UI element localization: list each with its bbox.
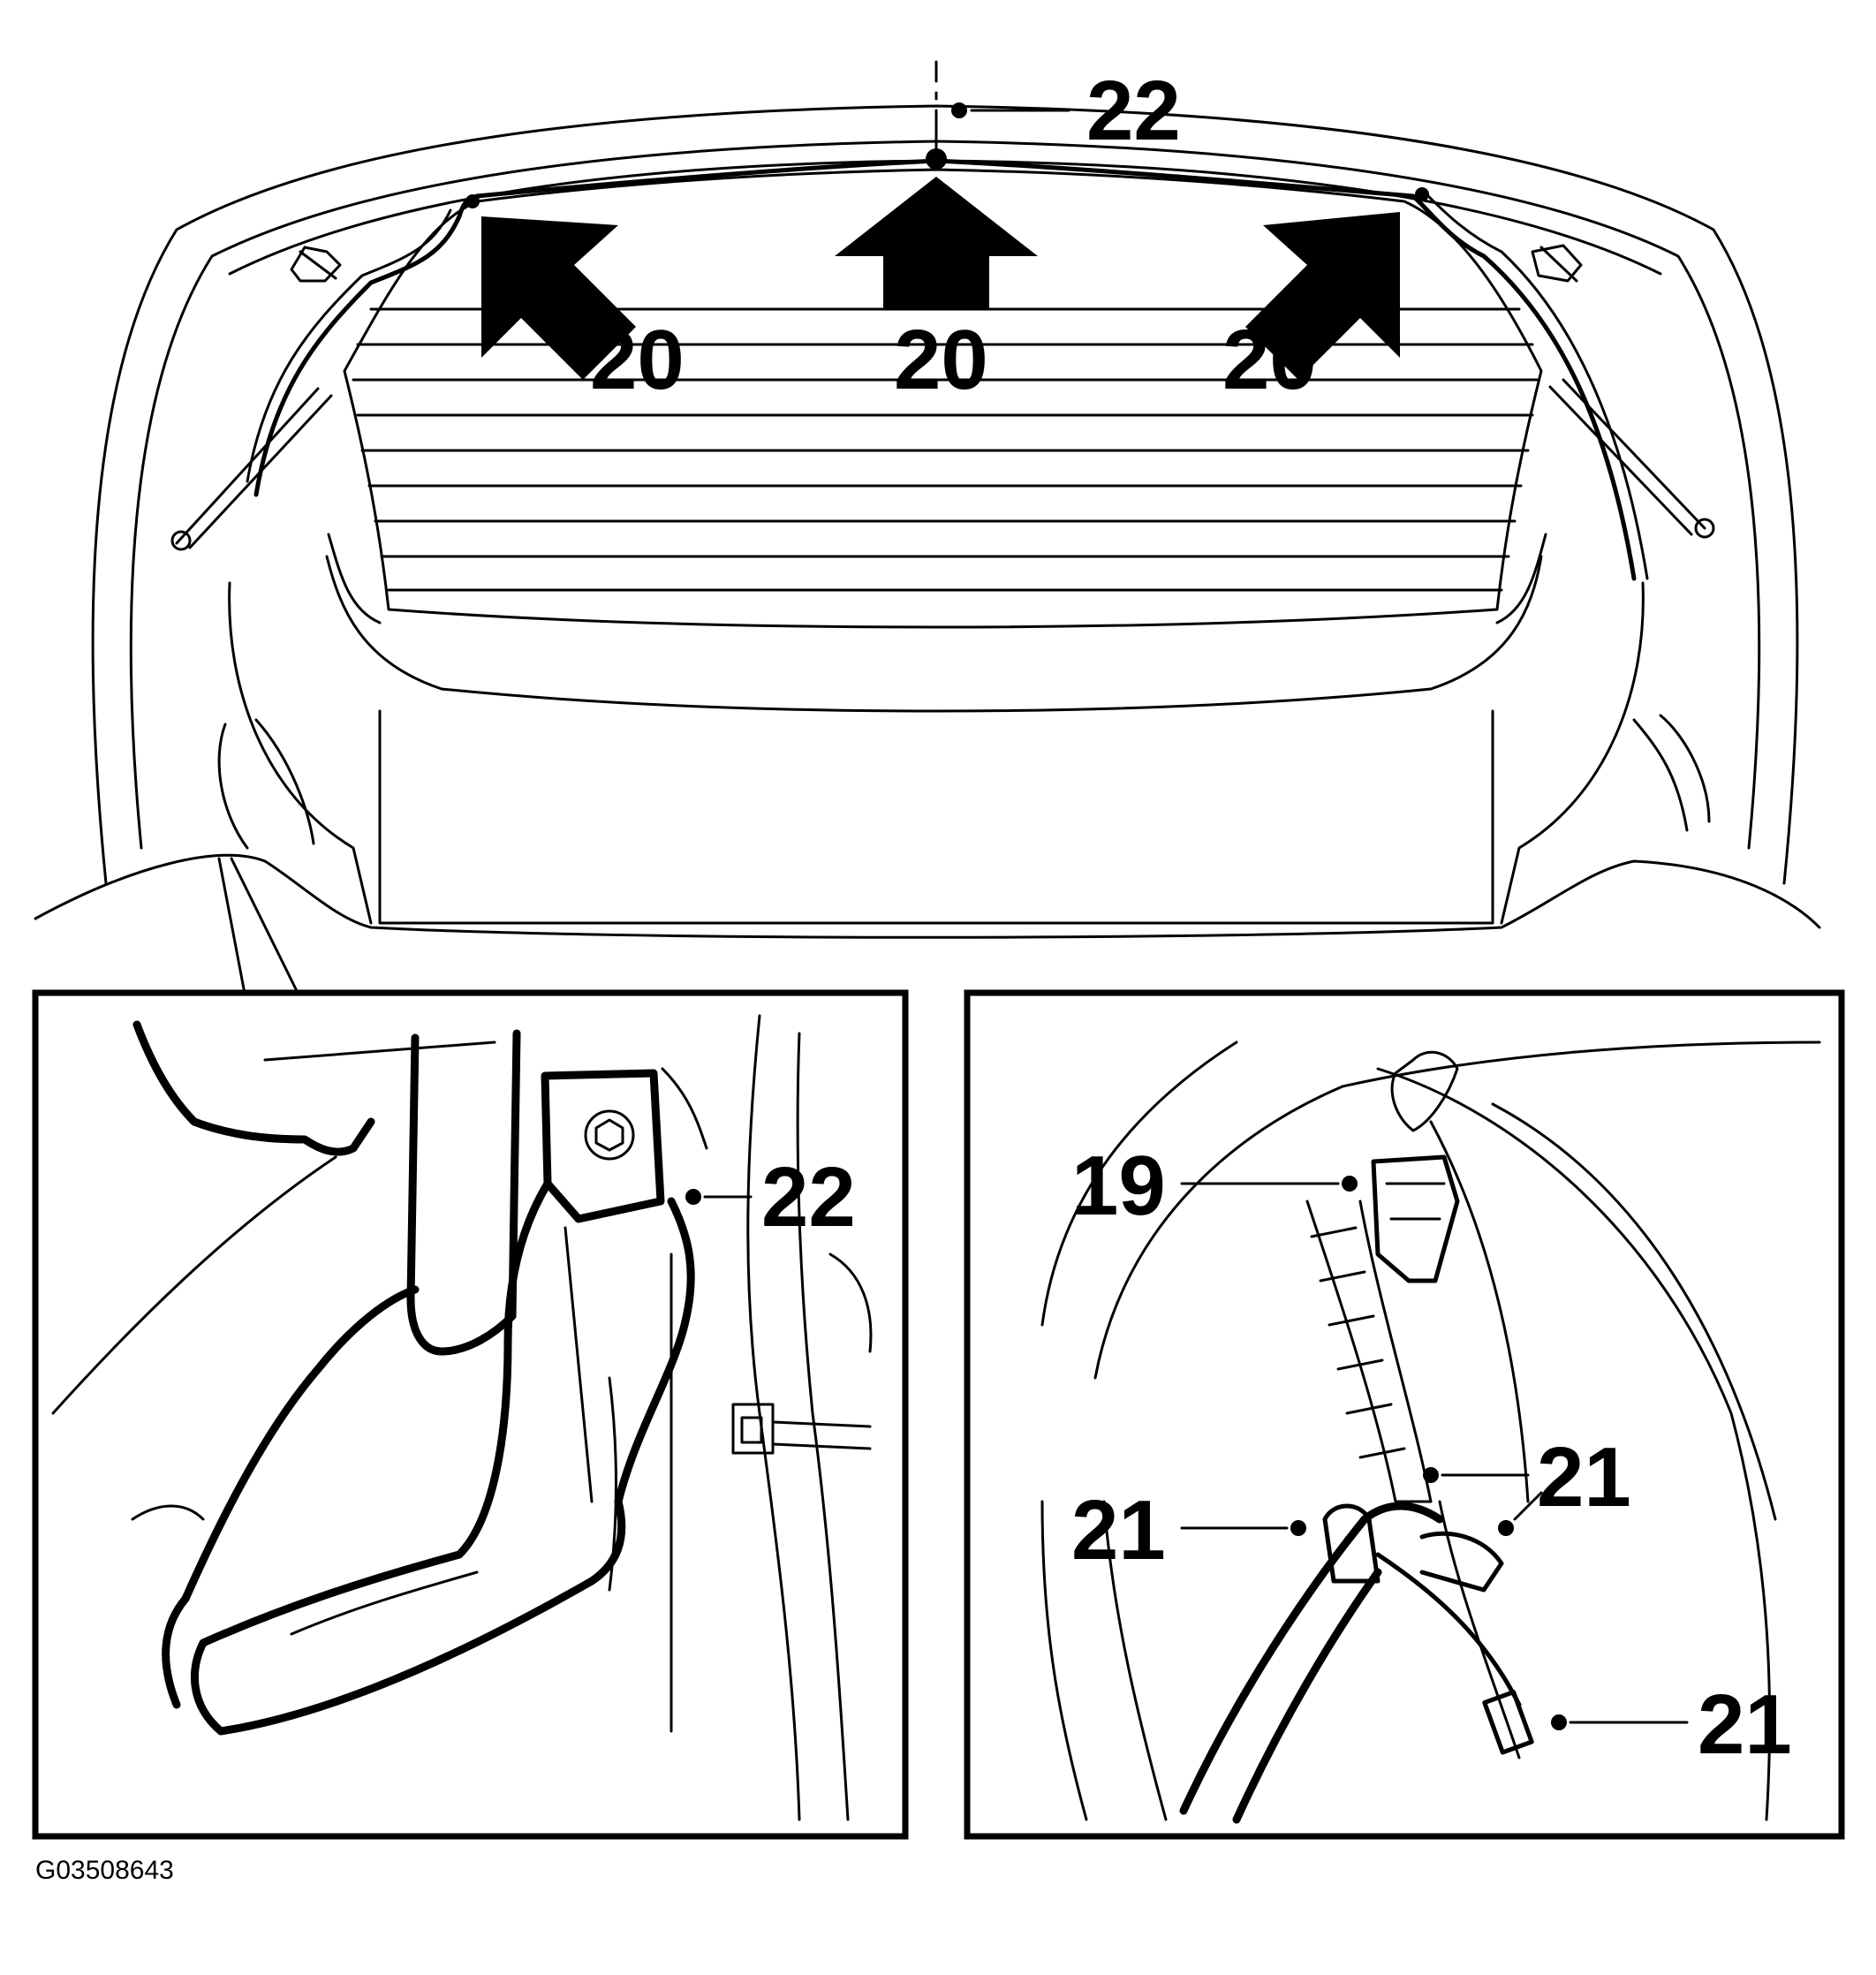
roof-outer-line: [91, 104, 1799, 885]
clip-19-loop: [1390, 1050, 1459, 1132]
seat-frame-outline: [191, 1179, 695, 1736]
inset-right: 19 21 21 21: [964, 989, 1845, 1840]
harness-clip-right: [1415, 187, 1429, 201]
harness-clip-left: [465, 194, 480, 208]
callout-arrow-left-20: 20: [590, 313, 685, 407]
seat-back-left-side: [228, 581, 373, 925]
bottom-contour: [34, 853, 1821, 939]
inset-left-frame: [32, 989, 909, 1840]
parcel-shelf-right-lip: [1495, 533, 1547, 624]
connector-socket: [740, 1416, 763, 1444]
callout-arrow-center-20: 20: [894, 313, 988, 407]
right-hinge: [1531, 244, 1583, 283]
callout-arrow-right-20: 20: [1222, 313, 1317, 407]
strap-band: [1305, 1199, 1433, 1503]
leader-dot-top-22: [951, 102, 967, 118]
callout-inset-right-21-d: 21: [1698, 1677, 1792, 1772]
callout-inset-right-21-a: 21: [1537, 1430, 1631, 1525]
inset-right-frame: [964, 989, 1845, 1840]
harness-inset-2: [1232, 1568, 1382, 1824]
callout-inset-right-21-b: 21: [1071, 1483, 1166, 1578]
clip-19: [1371, 1154, 1460, 1283]
left-strut: [175, 387, 333, 549]
arrow-left: [481, 216, 636, 380]
left-hinge: [290, 246, 342, 283]
seat-belt-right: [1632, 714, 1711, 832]
arrow-center: [835, 177, 1038, 309]
bolt-head: [584, 1109, 635, 1161]
arrow-right-shape: [1245, 212, 1400, 380]
leader-line-21-c: [1513, 1491, 1543, 1521]
bolt-hex: [594, 1118, 624, 1152]
main-view: 22 20 20 20: [34, 60, 1821, 1000]
callout-top-22: 22: [1086, 64, 1181, 158]
figure-id: G03508643: [35, 1856, 174, 1885]
arrow-right: [1245, 212, 1400, 380]
leader-dot-21-d: [1551, 1714, 1567, 1730]
leader-dot-21-c: [1498, 1520, 1514, 1536]
rear-window-outline: [343, 168, 1543, 629]
harness-main: [253, 158, 1637, 581]
harness-outline-left: [246, 208, 452, 483]
leader-dot-21-a: [1423, 1467, 1439, 1483]
harness-inset-clip: [1322, 1503, 1381, 1584]
callout-inset-right-19: 19: [1071, 1139, 1166, 1233]
inset-right-content: [1040, 1040, 1821, 1824]
seat-back-right-side: [1500, 581, 1645, 925]
callout-inset-left-22: 22: [761, 1150, 856, 1245]
right-strut-end: [1694, 518, 1715, 539]
arrow-center-shape: [835, 177, 1038, 309]
seat-belt-left: [217, 718, 315, 850]
harness-outline-right: [1420, 188, 1649, 580]
bracket-plate: [541, 1069, 665, 1223]
inset-left-content: [51, 1014, 873, 1821]
left-strut-end: [170, 530, 192, 551]
seat-back: [378, 709, 1494, 925]
connector-wire: [771, 1420, 872, 1450]
leader-dot-inset-22: [685, 1189, 701, 1205]
seat-frame-inner: [406, 1029, 521, 1356]
parcel-shelf-top: [325, 555, 1543, 713]
arrow-left-shape: [481, 216, 636, 380]
inset-pointer: [217, 857, 302, 1000]
parcel-shelf-left-lip: [327, 533, 382, 624]
inset-left: 22: [32, 989, 909, 1840]
leader-dot-21-b: [1290, 1520, 1306, 1536]
leader-dot-19: [1342, 1176, 1358, 1192]
harness-inset: [1179, 1502, 1444, 1815]
upper-trim: [132, 1020, 375, 1156]
harness-clip-center: [926, 148, 947, 170]
seat-frame-lower: [162, 1285, 420, 1709]
right-strut: [1548, 378, 1706, 536]
connector-block: [731, 1403, 775, 1455]
